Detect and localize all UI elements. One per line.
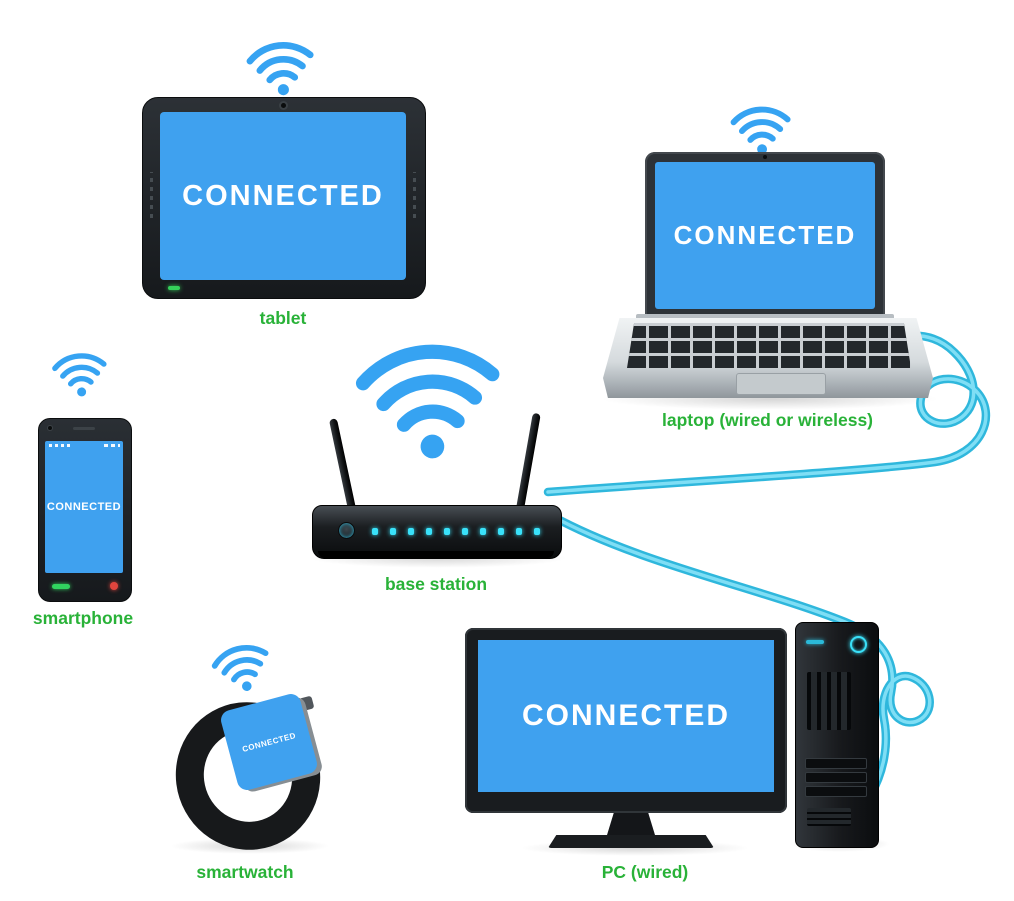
drive-bay — [805, 786, 867, 797]
router-base — [318, 551, 554, 558]
status-bar-icons — [104, 444, 120, 447]
connected-text: CONNECTED — [673, 220, 857, 250]
led-indicator — [408, 528, 414, 535]
laptop-hinge — [636, 314, 894, 320]
watch-shadow — [170, 838, 330, 854]
led-indicator — [390, 528, 396, 535]
vent-grille — [807, 808, 851, 826]
led-indicator-row — [372, 528, 540, 535]
power-led — [168, 286, 180, 290]
power-button-icon — [850, 636, 867, 653]
cable-router-to-pc — [547, 511, 934, 821]
drive-bay — [805, 758, 867, 769]
camera-icon — [763, 155, 767, 159]
led-indicator — [806, 640, 824, 644]
connected-text: CONNECTED — [46, 501, 122, 513]
wifi-icon — [727, 101, 796, 156]
led-indicator — [480, 528, 486, 535]
pc-label: PC (wired) — [601, 862, 689, 882]
call-button-led — [52, 584, 70, 589]
wifi-icon — [241, 34, 321, 99]
led-indicator — [462, 528, 468, 535]
monitor-stand-base — [548, 835, 714, 848]
wifi-icon — [346, 331, 512, 465]
connected-text: CONNECTED — [521, 699, 730, 732]
smartwatch-label: smartwatch — [196, 862, 294, 882]
camera-icon — [281, 103, 286, 108]
tablet-screen: CONNECTED — [160, 112, 406, 280]
led-indicator — [426, 528, 432, 535]
led-indicator — [444, 528, 450, 535]
laptop-label: laptop (wired or wireless) — [661, 410, 874, 430]
wifi-icon — [205, 635, 279, 699]
led-indicator — [534, 528, 540, 535]
connected-text: CONNECTED — [182, 179, 384, 212]
drive-bay — [805, 772, 867, 783]
keyboard — [627, 323, 911, 368]
phone-screen: CONNECTED — [45, 441, 123, 573]
end-button-led — [110, 582, 118, 590]
vent-grille — [807, 672, 851, 730]
monitor-screen: CONNECTED — [478, 640, 774, 792]
speaker-grille-icon — [413, 172, 416, 218]
touchpad — [736, 373, 826, 395]
base-station-label: base station — [384, 574, 488, 594]
monitor-stand-neck — [607, 813, 655, 835]
smartphone-label: smartphone — [32, 608, 134, 628]
earpiece-icon — [73, 427, 95, 430]
laptop-screen: CONNECTED — [655, 162, 875, 309]
status-bar-icons — [49, 444, 71, 447]
led-indicator — [498, 528, 504, 535]
camera-icon — [48, 426, 52, 430]
led-indicator — [516, 528, 522, 535]
wifi-icon — [48, 347, 112, 399]
speaker-grille-icon — [150, 172, 153, 218]
tablet-label: tablet — [259, 308, 307, 328]
led-indicator — [372, 528, 378, 535]
cable-router-to-laptop — [543, 331, 991, 497]
power-button-icon — [338, 522, 355, 539]
